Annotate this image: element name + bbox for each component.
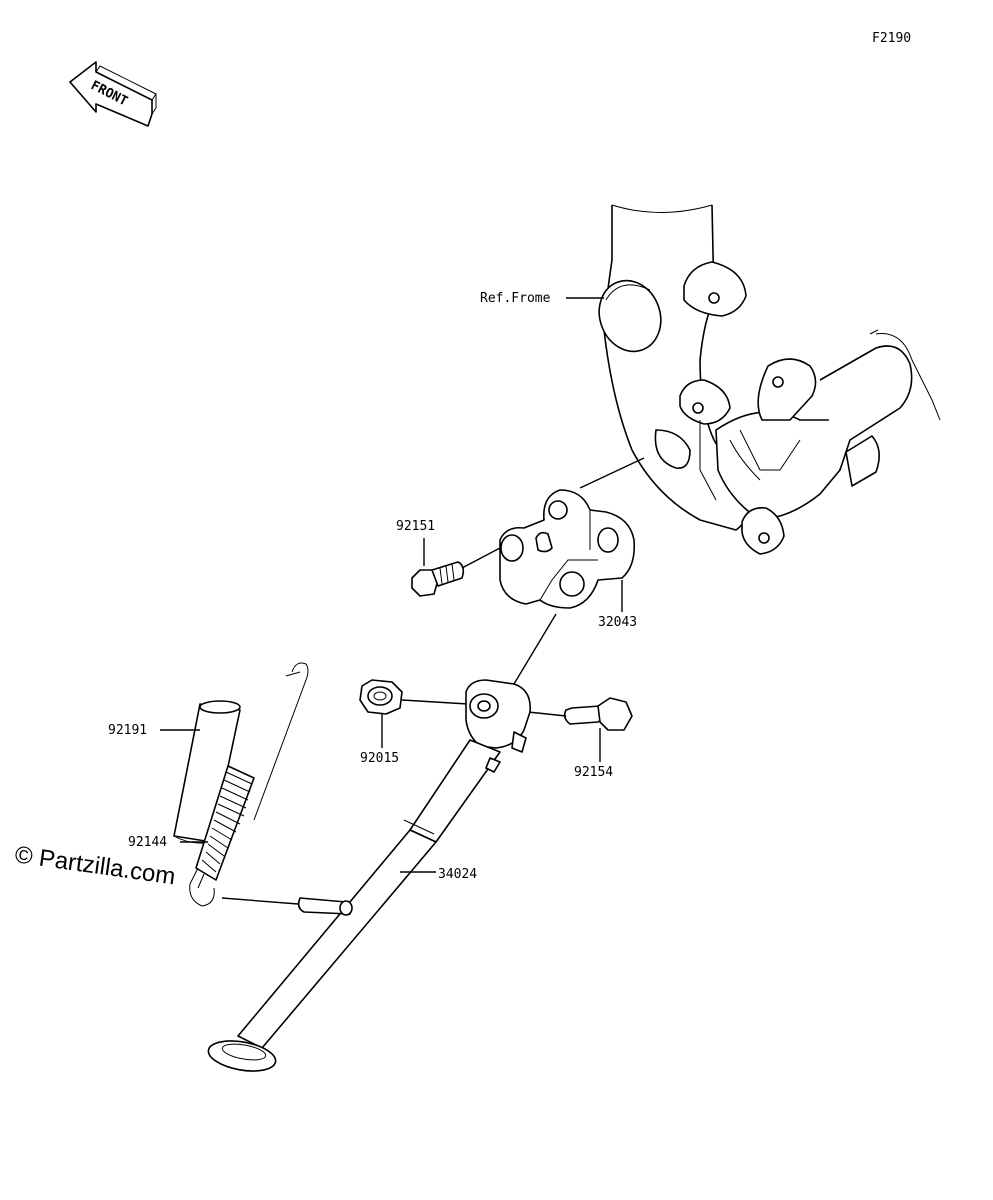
frame-reference: [598, 204, 941, 555]
part-label-32043: 32043: [598, 615, 637, 630]
nut-92015: [359, 679, 403, 715]
front-arrow-icon: FRONT: [69, 61, 157, 127]
pin-bolt-92151: [411, 561, 465, 597]
part-label-92144: 92144: [128, 835, 167, 850]
part-label-92015: 92015: [360, 751, 399, 766]
spring-92144: [189, 662, 309, 907]
part-label-92154: 92154: [574, 765, 613, 780]
part-label-92191: 92191: [108, 723, 147, 738]
side-stand-34024: [207, 679, 531, 1072]
ref-frame-label: Ref.Frome: [480, 291, 551, 306]
bolt-92154: [563, 697, 633, 731]
part-label-34024: 34024: [438, 867, 477, 882]
stand-bracket-32043: [499, 489, 636, 609]
figure-code: F2190: [872, 31, 911, 46]
part-label-92151: 92151: [396, 519, 435, 534]
